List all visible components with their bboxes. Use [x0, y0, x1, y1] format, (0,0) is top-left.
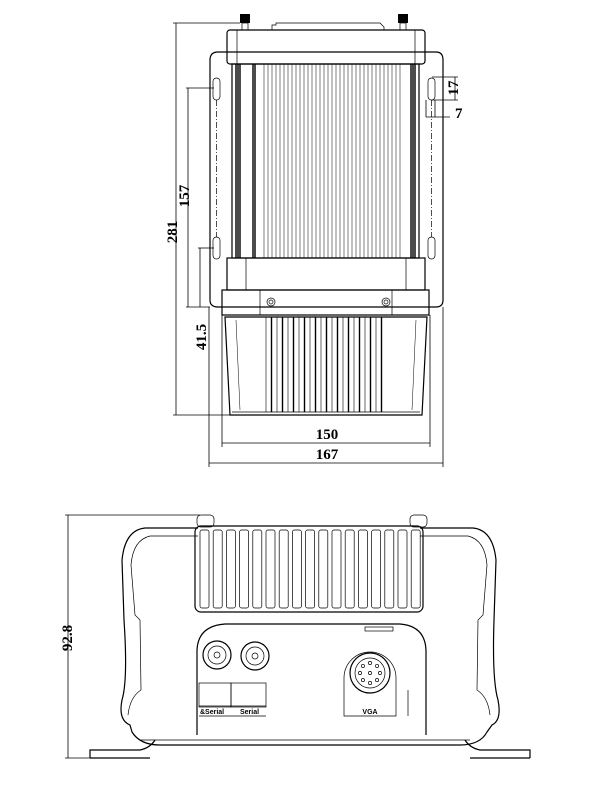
top-view: 281 157 41.5 17 7 150 167 — [165, 14, 463, 467]
fin — [305, 529, 315, 609]
fin-line — [235, 319, 241, 411]
vga-pin — [378, 671, 382, 675]
top-tab — [409, 514, 428, 528]
dim-17: 17 — [446, 80, 462, 96]
fin — [344, 529, 355, 609]
connector-panel — [196, 623, 427, 735]
mount-slot — [427, 236, 436, 260]
screw — [381, 297, 391, 307]
vga-pin — [368, 661, 372, 665]
mount-slot — [427, 77, 436, 101]
front-view: 92.8 &Serial Serial — [60, 514, 531, 759]
fin — [318, 529, 329, 609]
vga-connector — [343, 651, 397, 717]
fin — [410, 529, 421, 609]
fin — [239, 529, 249, 609]
fin — [265, 529, 276, 609]
mount-slot — [212, 236, 221, 260]
serial-right-label: Serial — [240, 709, 259, 716]
fin-block — [194, 525, 424, 613]
knob — [398, 14, 408, 23]
fin — [212, 529, 223, 609]
mounting-flange — [209, 51, 444, 308]
screw — [266, 297, 276, 307]
fin — [252, 529, 263, 609]
top-cap — [226, 29, 426, 65]
serial-left-label: &Serial — [200, 709, 224, 716]
mount-foot — [89, 739, 156, 758]
knob — [240, 14, 250, 23]
vga-pin — [368, 681, 372, 685]
housing — [120, 527, 500, 746]
vga-pin — [375, 678, 380, 683]
fin — [331, 529, 342, 609]
dim-7: 7 — [455, 106, 463, 122]
fin-line — [411, 319, 417, 411]
dim-167: 167 — [316, 447, 339, 463]
fin — [226, 529, 236, 609]
fin — [358, 529, 368, 609]
dim-150: 150 — [316, 427, 339, 443]
vga-pin — [358, 671, 362, 675]
fin — [397, 529, 408, 609]
mount-slot — [212, 77, 221, 101]
dim-157: 157 — [177, 184, 193, 207]
top-tab — [196, 514, 215, 528]
antenna-connector — [202, 640, 232, 670]
vga-pin — [360, 678, 365, 683]
mount-foot — [464, 739, 531, 758]
fin — [278, 529, 289, 609]
bracket-band — [221, 289, 430, 316]
lower-band — [226, 257, 426, 291]
antenna-connector — [240, 641, 270, 671]
fin — [384, 529, 395, 609]
vga-label: VGA — [362, 709, 377, 716]
vga-pin — [360, 663, 365, 668]
vga-pin — [375, 663, 380, 668]
serial-port — [198, 682, 232, 708]
fin — [371, 529, 381, 609]
fin-body — [231, 63, 420, 259]
dim-41-5: 41.5 — [194, 324, 210, 350]
vga-pin — [368, 671, 372, 675]
fin — [292, 529, 302, 609]
serial-port — [230, 682, 267, 708]
fin — [199, 529, 210, 609]
dim-92-8: 92.8 — [60, 625, 76, 651]
dim-281: 281 — [165, 221, 181, 244]
